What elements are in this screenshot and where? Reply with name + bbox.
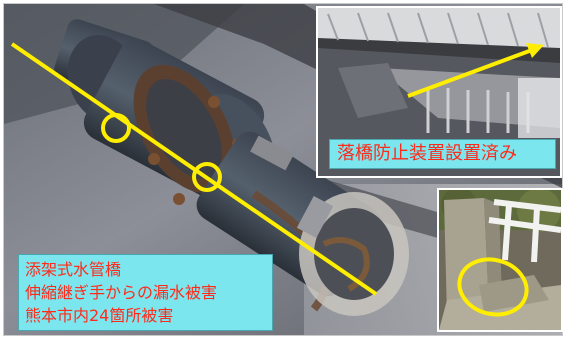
- caption-line-1: 添架式水管橋: [25, 260, 122, 279]
- inset-caption-restrainer-installed: 落橋防止装置設置済み: [329, 139, 556, 169]
- inset-photo-abutment: [437, 188, 563, 332]
- caption-line-3: 熊本市内24箇所被害: [25, 306, 174, 325]
- annotation-circle-1: [101, 113, 131, 143]
- annotation-arrow: [407, 43, 544, 98]
- annotation-line: [10, 42, 378, 296]
- main-caption-damage-summary: 添架式水管橋 伸縮継ぎ手からの漏水被害 熊本市内24箇所被害: [18, 254, 273, 331]
- caption-line-2: 伸縮継ぎ手からの漏水被害: [25, 283, 218, 302]
- annotation-circle-2: [192, 162, 222, 192]
- inset-bottom-illustration: [439, 190, 561, 330]
- pipe-lower: [196, 131, 409, 316]
- annotation-ellipse: [457, 257, 529, 317]
